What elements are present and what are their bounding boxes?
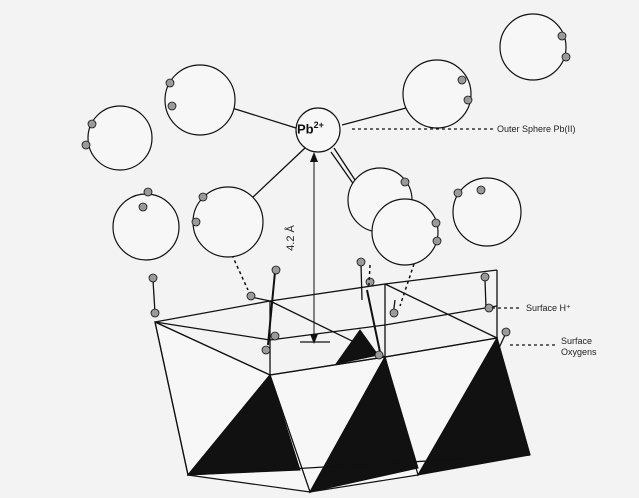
water-molecule [371,198,439,266]
mineral-surface [154,269,531,494]
surface-oxygens-line1: Surface [561,336,593,346]
water-molecule [452,177,522,247]
water-molecule [164,64,236,136]
pb-ion [295,107,341,153]
water-molecules [81,13,571,266]
octahedron-dark-face [186,373,301,476]
distance-arrow [300,152,330,344]
octahedron-dark-face [334,329,379,365]
surface-oxygens-label: Surface Oxygens [561,336,597,358]
surface-hydroxyls [148,257,511,360]
pb-label: Pb2+ [297,120,324,136]
water-molecule [499,13,567,81]
surface-oxygens-line2: Oxygens [561,347,597,357]
surface-h-label: Surface H⁺ [526,303,571,313]
water-molecule [87,105,153,171]
pb-symbol: Pb [297,121,314,137]
octahedron-dark-face [309,355,419,493]
hydrogen-bonds [231,254,415,307]
distance-label: 4.2 Å [285,225,297,251]
outer-sphere-label: Outer Sphere Pb(II) [497,124,576,134]
water-molecule [402,59,472,129]
pb-charge: 2+ [313,120,324,130]
